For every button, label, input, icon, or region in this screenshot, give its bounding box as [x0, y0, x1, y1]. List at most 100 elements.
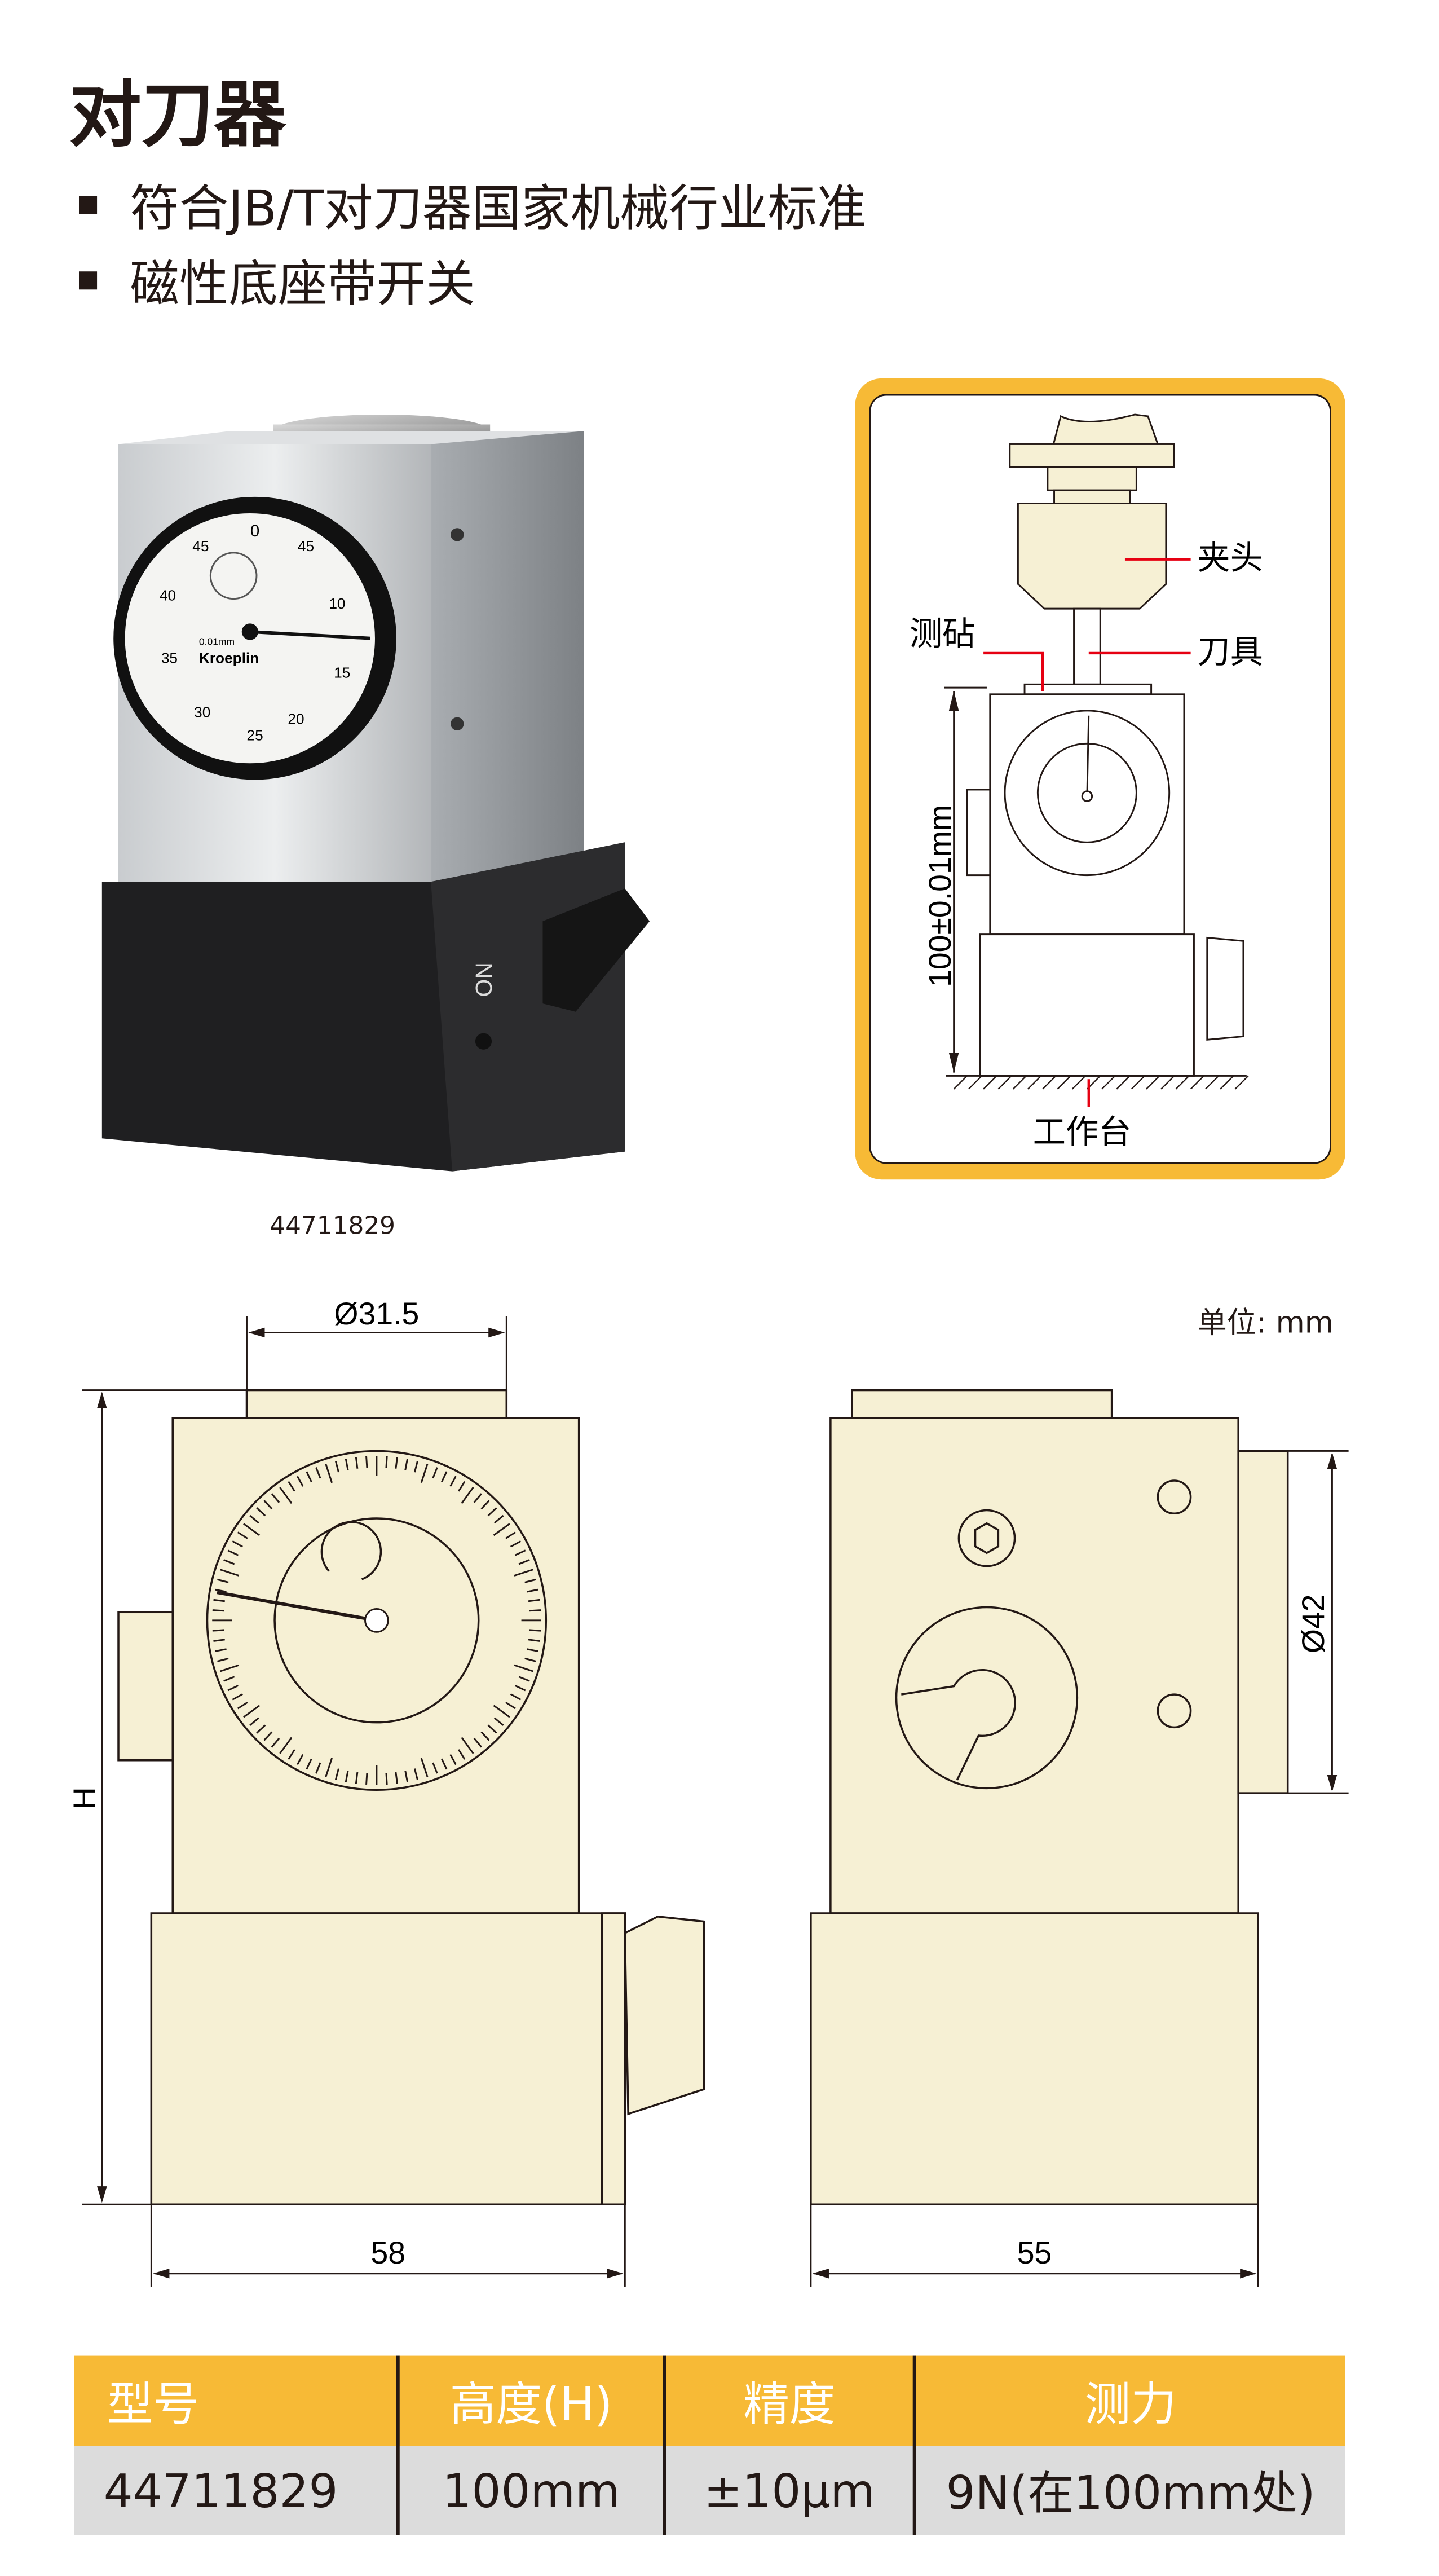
- hatch-line: [1042, 1075, 1057, 1090]
- dial-tick: [306, 1758, 312, 1770]
- cell-height: 100mm: [398, 2446, 666, 2535]
- hatch-line: [1027, 1075, 1042, 1090]
- dial-tick: [473, 1493, 482, 1503]
- dial-tick: [505, 1531, 516, 1539]
- feature-text: 符合JB/T对刀器国家机械行业标准: [130, 180, 867, 239]
- bullet-square-icon: [78, 195, 98, 213]
- hatch-line: [1057, 1075, 1071, 1090]
- dial-tick: [432, 1467, 438, 1479]
- dial-tick: [237, 1531, 248, 1539]
- table-row: 44711829 100mm ±10μm 9N(在100mm处): [74, 2446, 1345, 2535]
- dial-tick: [325, 1758, 333, 1777]
- dial-tick: [528, 1639, 540, 1642]
- dial-tick: [355, 1772, 359, 1784]
- dial-tick: [227, 1685, 239, 1692]
- dial-tick: [493, 1514, 504, 1524]
- dial-tick: [223, 1559, 235, 1565]
- dial-tick: [271, 1493, 280, 1503]
- dial-number: 35: [161, 649, 178, 666]
- hatch-line: [968, 1075, 983, 1090]
- dial-tick: [458, 1481, 466, 1492]
- dial-tick: [527, 1648, 538, 1652]
- dial-tick: [212, 1629, 224, 1632]
- product-photo: ON 0 45 10 15 20 25 30 35 40 45 0.01mm K…: [101, 414, 650, 1172]
- dial-tick: [288, 1749, 295, 1760]
- side-view: [810, 1389, 1289, 2205]
- dial-tick: [385, 1773, 388, 1785]
- dial-tick: [510, 1693, 522, 1701]
- dial-tick: [420, 1464, 429, 1483]
- dial-number: 40: [160, 587, 176, 604]
- dial-tick: [215, 1588, 227, 1593]
- dial-tick: [487, 1724, 497, 1734]
- dial-tick: [212, 1609, 224, 1612]
- table-header-row: 型号 高度(H) 精度 测力: [74, 2355, 1345, 2446]
- hatch-line: [997, 1075, 1012, 1090]
- dial-tick: [232, 1693, 243, 1701]
- dial-number: 25: [246, 726, 263, 743]
- dial-tick: [518, 1676, 530, 1682]
- dial-tick: [514, 1549, 526, 1556]
- dial-tick: [288, 1481, 295, 1492]
- dial-tick: [480, 1731, 490, 1741]
- feature-bullet: 磁性底座带开关: [78, 244, 475, 316]
- photo-caption: 44711829: [270, 1210, 396, 1241]
- hatch-line: [1160, 1075, 1175, 1090]
- dial-tick: [514, 1685, 526, 1692]
- dial-tick: [232, 1540, 243, 1548]
- dial-tick: [315, 1467, 321, 1479]
- setup-diagram: 100±0.01mm 夹头 测砧 刀具 工作台: [855, 378, 1345, 1180]
- hatch-line: [1131, 1075, 1145, 1090]
- dial-tick: [510, 1540, 522, 1548]
- feature-bullet: 符合JB/T对刀器国家机械行业标准: [78, 168, 867, 240]
- dial-tick: [243, 1705, 261, 1718]
- dial-tick: [385, 1456, 388, 1468]
- col-header-height: 高度(H): [398, 2355, 666, 2446]
- hatch-line: [1012, 1075, 1027, 1090]
- hatch-line: [1175, 1075, 1190, 1090]
- dial-tick: [493, 1717, 504, 1726]
- dial-tick: [279, 1487, 293, 1504]
- dial-tick: [220, 1664, 240, 1672]
- dial-tick: [461, 1487, 474, 1504]
- dial-tick: [263, 1731, 273, 1741]
- dial-tick: [213, 1639, 225, 1642]
- dial-tick: [271, 1737, 280, 1748]
- page-title: 对刀器: [69, 74, 286, 158]
- dim-knob-diameter: Ø42: [1296, 1594, 1331, 1653]
- dial-tick: [458, 1749, 466, 1760]
- dial-tick: [223, 1676, 235, 1682]
- dial-tick: [529, 1609, 541, 1612]
- spec-table: 型号 高度(H) 精度 测力 44711829 100mm ±10μm 9N(在…: [74, 2355, 1345, 2535]
- hatch-line: [983, 1075, 997, 1090]
- dial-tick: [217, 1657, 229, 1662]
- label-tool: 刀具: [1197, 633, 1263, 670]
- dial-tick: [404, 1771, 408, 1782]
- dial-tick: [220, 1569, 240, 1577]
- cell-force: 9N(在100mm处): [914, 2446, 1345, 2535]
- col-header-force: 测力: [914, 2355, 1345, 2446]
- hatch-line: [1205, 1075, 1220, 1090]
- label-worktable: 工作台: [1033, 1114, 1132, 1151]
- hatch-line: [1101, 1075, 1116, 1090]
- dial-tick: [514, 1664, 533, 1672]
- dial-tick: [256, 1507, 266, 1517]
- height-dimension: 100±0.01mm: [922, 805, 957, 987]
- col-header-accuracy: 精度: [664, 2355, 916, 2446]
- dial-tick: [345, 1459, 349, 1470]
- dial-number: 20: [288, 710, 304, 727]
- dial-tick: [528, 1599, 540, 1602]
- dial-tick: [355, 1457, 359, 1469]
- dial-tick: [395, 1457, 398, 1469]
- dial-tick: [527, 1588, 538, 1593]
- dial-tick: [487, 1507, 497, 1517]
- hatch-line: [1071, 1075, 1086, 1090]
- dial-tick: [249, 1717, 259, 1726]
- dial-tick: [529, 1629, 541, 1632]
- dial-number: 10: [329, 595, 345, 612]
- dial-tick: [279, 1737, 293, 1754]
- cell-accuracy: ±10μm: [664, 2446, 916, 2535]
- dial-tick: [493, 1523, 510, 1536]
- dial-tick: [404, 1459, 408, 1470]
